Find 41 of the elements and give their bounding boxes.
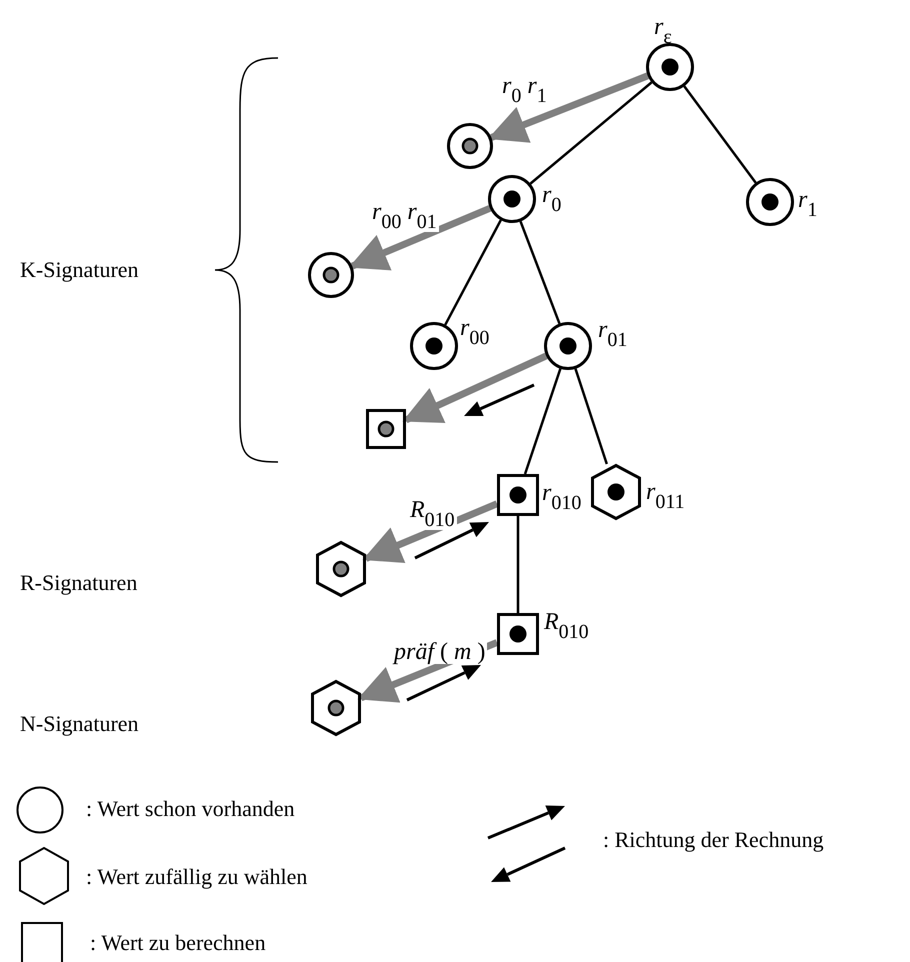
hexagon-node — [591, 464, 641, 520]
square-node — [366, 409, 406, 449]
circle-node — [447, 123, 493, 169]
group-label: N-Signaturen — [20, 711, 139, 737]
tree-line — [516, 516, 520, 613]
legend-text: : Richtung der Rechnung — [603, 827, 824, 853]
circle-node — [410, 322, 458, 370]
group-label: K-Signaturen — [20, 257, 139, 283]
hexagon-node — [311, 680, 361, 736]
node-label: r$_{0}$ — [542, 183, 562, 215]
legend-text: : Wert zu berechnen — [90, 930, 266, 956]
circle-node — [746, 178, 794, 226]
tree-line — [530, 81, 652, 185]
circle-node — [308, 252, 354, 298]
arrow — [488, 72, 649, 143]
node-label: R$_{010}$ — [544, 610, 589, 642]
square-node — [497, 613, 539, 655]
arrow — [348, 205, 492, 270]
legend-text: : Wert schon vorhanden — [86, 796, 295, 822]
node-label: r$_{01}$ — [598, 318, 628, 350]
tree-line — [524, 368, 562, 474]
edge-label: präf ( m ) — [392, 640, 488, 664]
arrow — [402, 352, 548, 424]
tree-line — [519, 220, 561, 324]
tree-line — [444, 220, 502, 326]
arrow — [362, 500, 498, 563]
node-label: r$_{011}$ — [646, 480, 685, 512]
tree-line — [574, 368, 608, 464]
node-label: r$_{1}$ — [798, 188, 818, 220]
legend-text: : Wert zufällig zu wählen — [86, 864, 308, 890]
group-label: R-Signaturen — [20, 570, 138, 596]
node-label: r$_{ε}$ — [654, 15, 672, 47]
circle-node — [488, 175, 536, 223]
circle-node — [646, 43, 694, 91]
node-label: r$_{010}$ — [542, 481, 582, 513]
circle-node — [544, 322, 592, 370]
square-node — [497, 474, 539, 516]
edge-label: R$_{010}$ — [408, 498, 457, 530]
node-label: r$_{00}$ — [460, 316, 490, 348]
tree-line — [683, 86, 757, 184]
hexagon-node — [316, 541, 366, 597]
